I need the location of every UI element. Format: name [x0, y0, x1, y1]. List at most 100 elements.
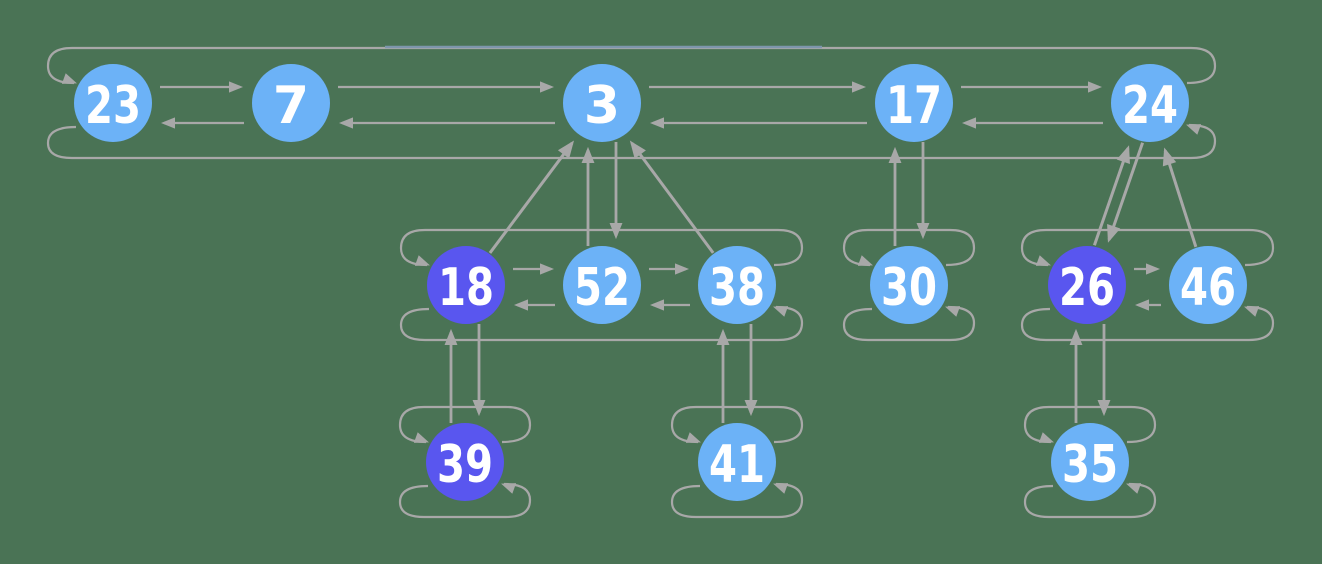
node-circle — [870, 246, 948, 324]
edge-18-38-prev-wrap — [399, 305, 804, 342]
edge-17-3-prev-arrowhead — [650, 117, 664, 129]
edge-3-52-child-arrowhead — [609, 223, 623, 240]
heap-node-38[interactable]: 38 — [698, 246, 776, 324]
node-circle — [875, 64, 953, 142]
edge-24-26-child — [1107, 142, 1145, 241]
heap-node-17[interactable]: 17 — [875, 64, 953, 142]
heap-node-30[interactable]: 30 — [870, 246, 948, 324]
edge-39-39-next-wrap-arrowhead — [413, 432, 429, 443]
edge-41-41-prev-wrap-arrowhead — [773, 483, 789, 494]
node-circle — [1051, 423, 1129, 501]
edge-24-26-child-arrowhead — [1107, 223, 1121, 243]
edge-18-39-child-arrowhead — [472, 400, 486, 417]
edge-24-17-prev-arrowhead — [962, 117, 976, 129]
edge-24-23-next-wrap-arrowhead — [61, 73, 77, 84]
heap-node-35[interactable]: 35 — [1051, 423, 1129, 501]
node-circle — [427, 246, 505, 324]
edge-38-52-prev-arrowhead — [650, 299, 664, 311]
edge-30-30-prev-wrap-arrowhead — [945, 306, 961, 317]
edge-26-46-next-arrowhead — [1146, 263, 1160, 275]
node-circle — [698, 246, 776, 324]
heap-node-23[interactable]: 23 — [74, 64, 152, 142]
node-value: 3 — [584, 76, 620, 136]
edge-38-18-next-wrap — [399, 228, 804, 267]
edge-3-17-next-arrowhead — [852, 81, 866, 93]
edge-18-3-parent — [488, 142, 574, 254]
edge-52-18-prev-arrowhead — [514, 299, 528, 311]
node-circle — [1169, 246, 1247, 324]
edge-17-30-child-arrowhead — [916, 223, 930, 240]
edge-18-38-prev-wrap-arrowhead — [773, 306, 789, 317]
edge-52-3-parent-arrowhead — [581, 146, 595, 163]
node-value: 41 — [709, 435, 765, 495]
edge-35-35-next-wrap — [1023, 405, 1157, 444]
edge-7-3-next-arrowhead — [540, 81, 554, 93]
edge-46-26-prev-arrowhead — [1135, 299, 1149, 311]
node-value: 17 — [886, 76, 942, 136]
heap-node-26[interactable]: 26 — [1048, 246, 1126, 324]
edge-18-3-parent-arrowhead — [557, 140, 575, 159]
node-circle — [563, 64, 641, 142]
edge-39-18-parent-arrowhead — [444, 328, 458, 345]
heap-node-24[interactable]: 24 — [1111, 64, 1189, 142]
node-circle — [1048, 246, 1126, 324]
node-value: 23 — [85, 76, 141, 136]
edge-35-35-prev-wrap — [1023, 482, 1157, 519]
edge-30-30-next-wrap — [842, 228, 976, 267]
edge-41-41-next-wrap — [670, 405, 804, 444]
edge-23-7-next-arrowhead — [229, 81, 243, 93]
edge-41-41-prev-wrap — [670, 482, 804, 519]
node-circle — [426, 423, 504, 501]
edge-38-18-next-wrap-arrowhead — [414, 255, 430, 266]
node-value: 26 — [1059, 258, 1115, 318]
edge-38-3-parent-arrowhead — [629, 140, 646, 159]
edge-38-3-parent — [630, 142, 715, 254]
edge-17-24-next-arrowhead — [1088, 81, 1102, 93]
node-value: 18 — [438, 258, 494, 318]
edge-35-35-next-wrap-arrowhead — [1038, 432, 1054, 443]
edge-46-26-next-wrap-arrowhead — [1035, 255, 1051, 266]
edge-46-24-parent-arrowhead — [1162, 147, 1177, 167]
heap-node-3[interactable]: 3 — [563, 64, 641, 142]
edge-26-24-parent — [1092, 147, 1130, 246]
edge-30-30-prev-wrap — [842, 305, 976, 342]
node-value: 39 — [437, 435, 493, 495]
edge-3-7-prev-arrowhead — [339, 117, 353, 129]
edge-26-35-child-arrowhead — [1097, 400, 1111, 417]
heap-node-46[interactable]: 46 — [1169, 246, 1247, 324]
edge-30-17-parent-arrowhead — [888, 146, 902, 163]
edge-18-52-next-arrowhead — [540, 263, 554, 275]
edge-7-23-prev-arrowhead — [161, 117, 175, 129]
node-circle — [1111, 64, 1189, 142]
heap-node-52[interactable]: 52 — [563, 246, 641, 324]
heap-node-39[interactable]: 39 — [426, 423, 504, 501]
edge-26-24-parent-arrowhead — [1116, 145, 1130, 165]
edge-26-46-prev-wrap-arrowhead — [1244, 306, 1260, 317]
edge-39-39-next-wrap — [398, 405, 532, 444]
edge-52-38-next-arrowhead — [675, 263, 689, 275]
edge-39-39-prev-wrap-arrowhead — [501, 483, 517, 494]
node-circle — [563, 246, 641, 324]
edge-23-24-prev-wrap-arrowhead — [1186, 124, 1202, 135]
edge-35-26-parent-arrowhead — [1069, 328, 1083, 345]
node-circle — [698, 423, 776, 501]
heap-node-41[interactable]: 41 — [698, 423, 776, 501]
node-circle — [74, 64, 152, 142]
edge-46-24-parent — [1163, 150, 1198, 248]
node-value: 30 — [881, 258, 937, 318]
edge-39-39-prev-wrap — [398, 482, 532, 519]
node-value: 7 — [273, 76, 309, 136]
edge-41-41-next-wrap-arrowhead — [685, 432, 701, 443]
heap-node-18[interactable]: 18 — [427, 246, 505, 324]
edge-23-24-prev-wrap — [46, 123, 1217, 160]
node-value: 52 — [574, 258, 630, 318]
node-circle — [252, 64, 330, 142]
node-value: 35 — [1062, 435, 1118, 495]
edge-26-46-prev-wrap — [1020, 305, 1275, 342]
edge-38-41-child-arrowhead — [744, 400, 758, 417]
node-value: 38 — [709, 258, 765, 318]
heap-node-7[interactable]: 7 — [252, 64, 330, 142]
node-value: 46 — [1180, 258, 1236, 318]
